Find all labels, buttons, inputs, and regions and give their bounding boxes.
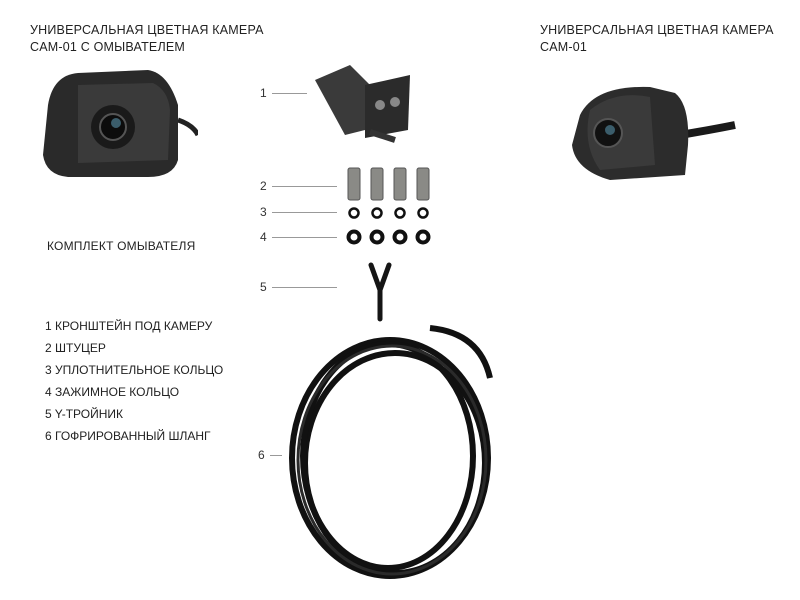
left-title-line1: УНИВЕРСАЛЬНАЯ ЦВЕТНАЯ КАМЕРА [30, 23, 264, 37]
parts-list-item: 4 ЗАЖИМНОЕ КОЛЬЦО [45, 385, 180, 399]
left-title: УНИВЕРСАЛЬНАЯ ЦВЕТНАЯ КАМЕРА CAM-01 С ОМ… [30, 22, 264, 56]
camera-image [572, 86, 736, 180]
callout-6: 6 [258, 448, 265, 462]
kit-label: КОМПЛЕКТ ОМЫВАТЕЛЯ [47, 239, 196, 253]
y-tee-image [368, 262, 392, 322]
right-title-line2: CAM-01 [540, 40, 588, 54]
parts-list-item: 2 ШТУЦЕР [45, 341, 106, 355]
fittings-image [346, 167, 431, 245]
corrugated-hose-image [289, 325, 493, 579]
callout-2: 2 [260, 179, 267, 193]
left-title-line2: CAM-01 С ОМЫВАТЕЛЕМ [30, 40, 186, 54]
parts-list: 1 КРОНШТЕЙН ПОД КАМЕРУ 2 ШТУЦЕР 3 УПЛОТН… [45, 318, 223, 450]
callout-line [272, 212, 337, 213]
callout-line [270, 455, 282, 456]
callout-line [272, 237, 337, 238]
parts-list-item: 3 УПЛОТНИТЕЛЬНОЕ КОЛЬЦО [45, 363, 224, 377]
callout-1: 1 [260, 86, 267, 100]
callout-line [272, 93, 307, 94]
callout-3: 3 [260, 205, 267, 219]
callout-4: 4 [260, 230, 267, 244]
parts-list-item: 1 КРОНШТЕЙН ПОД КАМЕРУ [45, 319, 213, 333]
camera-bracket-image [315, 65, 410, 143]
callout-line [272, 287, 337, 288]
parts-list-item: 6 ГОФРИРОВАННЫЙ ШЛАНГ [45, 429, 211, 443]
callout-5: 5 [260, 280, 267, 294]
parts-list-item: 5 Y-ТРОЙНИК [45, 407, 123, 421]
callout-line [272, 186, 337, 187]
right-title: УНИВЕРСАЛЬНАЯ ЦВЕТНАЯ КАМЕРА CAM-01 [540, 22, 774, 56]
right-title-line1: УНИВЕРСАЛЬНАЯ ЦВЕТНАЯ КАМЕРА [540, 23, 774, 37]
camera-with-washer-image [43, 70, 198, 177]
